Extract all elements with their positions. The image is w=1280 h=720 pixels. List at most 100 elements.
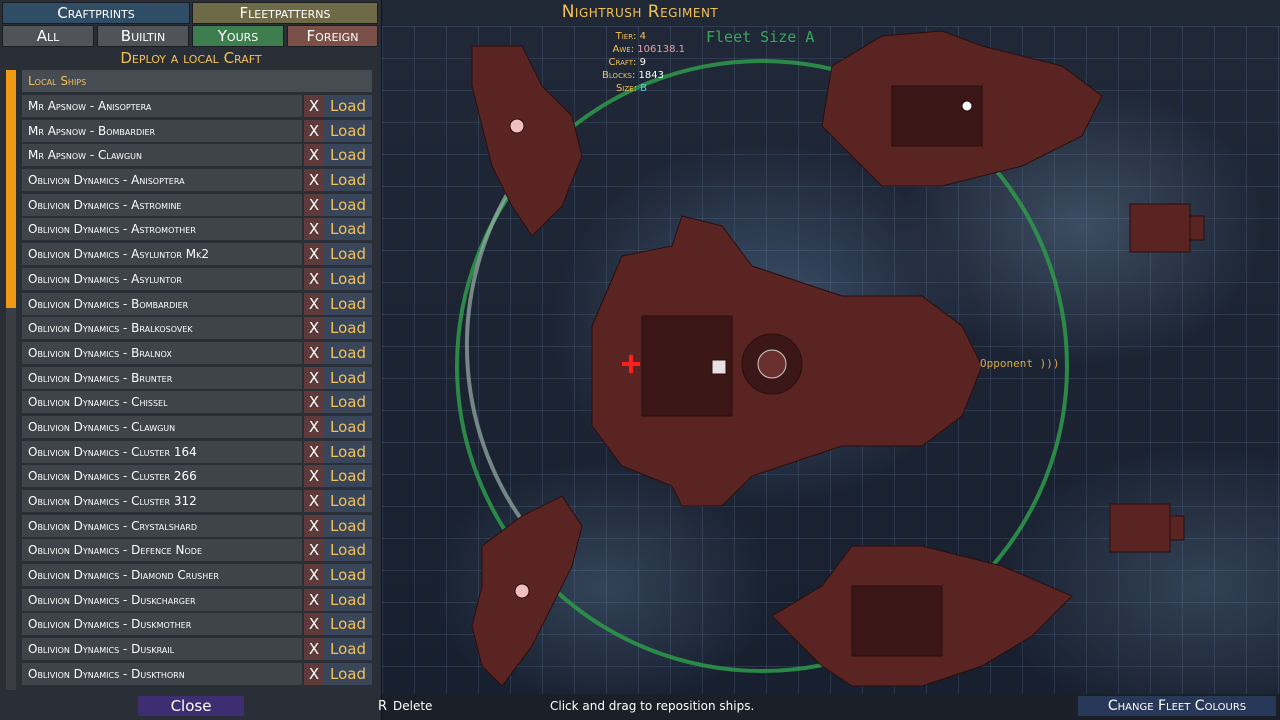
ship-name[interactable]: Oblivion Dynamics - Anisoptera bbox=[22, 169, 302, 192]
load-ship-button[interactable]: Load bbox=[324, 564, 372, 587]
ship-name[interactable]: Oblivion Dynamics - Clawgun bbox=[22, 415, 302, 438]
load-ship-button[interactable]: Load bbox=[324, 218, 372, 241]
delete-ship-button[interactable]: X bbox=[304, 144, 324, 167]
ship-name[interactable]: Oblivion Dynamics - Cluster 266 bbox=[22, 465, 302, 488]
delete-ship-button[interactable]: X bbox=[304, 366, 324, 389]
filter-foreign-button[interactable]: Foreign bbox=[287, 25, 378, 47]
delete-ship-button[interactable]: X bbox=[304, 490, 324, 512]
load-ship-button[interactable]: Load bbox=[324, 514, 372, 537]
ship-name[interactable]: Oblivion Dynamics - Astromine bbox=[22, 193, 302, 216]
change-fleet-colours-button[interactable]: Change Fleet Colours bbox=[1078, 696, 1276, 716]
load-ship-button[interactable]: Load bbox=[324, 638, 372, 661]
delete-ship-button[interactable]: X bbox=[304, 169, 324, 192]
load-ship-button[interactable]: Load bbox=[324, 169, 372, 192]
delete-ship-button[interactable]: X bbox=[304, 440, 324, 463]
ship-name[interactable]: Mr Apsnow - Clawgun bbox=[22, 144, 302, 167]
ship-name[interactable]: Oblivion Dynamics - Bombardier bbox=[22, 292, 302, 315]
load-ship-button[interactable]: Load bbox=[324, 490, 372, 512]
ship-name[interactable]: Oblivion Dynamics - Cluster 164 bbox=[22, 440, 302, 463]
close-button[interactable]: Close bbox=[138, 696, 244, 716]
ship-name[interactable]: Oblivion Dynamics - Crystalshard bbox=[22, 514, 302, 537]
load-ship-button[interactable]: Load bbox=[324, 144, 372, 167]
delete-ship-button[interactable]: X bbox=[304, 588, 324, 611]
delete-ship-button[interactable]: X bbox=[304, 119, 324, 142]
delete-ship-button[interactable]: X bbox=[304, 292, 324, 315]
tab-craftprints[interactable]: Craftprints bbox=[2, 2, 190, 24]
ship-name[interactable]: Oblivion Dynamics - Chissel bbox=[22, 391, 302, 414]
ship-name[interactable]: Oblivion Dynamics - Duskthorn bbox=[22, 662, 302, 685]
ship-name[interactable]: Mr Apsnow - Anisoptera bbox=[22, 95, 302, 117]
ship-name[interactable]: Oblivion Dynamics - Asyluntor bbox=[22, 267, 302, 290]
delete-ship-button[interactable]: X bbox=[304, 193, 324, 216]
ship-name[interactable]: Oblivion Dynamics - Duskcharger bbox=[22, 588, 302, 611]
delete-ship-button[interactable]: X bbox=[304, 613, 324, 636]
delete-ship-button[interactable]: X bbox=[304, 514, 324, 537]
load-ship-button[interactable]: Load bbox=[324, 292, 372, 315]
load-ship-button[interactable]: Load bbox=[324, 193, 372, 216]
load-ship-button[interactable]: Load bbox=[324, 588, 372, 611]
tab-fleetpatterns[interactable]: Fleetpatterns bbox=[192, 2, 378, 24]
load-ship-button[interactable]: Load bbox=[324, 95, 372, 117]
ship-name[interactable]: Oblivion Dynamics - Cluster 312 bbox=[22, 490, 302, 512]
load-ship-button[interactable]: Load bbox=[324, 391, 372, 414]
load-ship-button[interactable]: Load bbox=[324, 415, 372, 438]
load-ship-button[interactable]: Load bbox=[324, 341, 372, 364]
scrollbar-thumb[interactable] bbox=[6, 70, 16, 308]
delete-ship-button[interactable]: X bbox=[304, 267, 324, 290]
delete-ship-button[interactable]: X bbox=[304, 415, 324, 438]
fleet-map[interactable] bbox=[382, 26, 1280, 694]
regiment-title[interactable]: Nightrush Regiment bbox=[561, 2, 719, 22]
delete-ship-button[interactable]: X bbox=[304, 539, 324, 562]
ship-name[interactable]: Oblivion Dynamics - Bralkosovek bbox=[22, 317, 302, 340]
filter-builtin-button[interactable]: Builtin bbox=[97, 25, 189, 47]
load-ship-button[interactable]: Load bbox=[324, 539, 372, 562]
ship-name[interactable]: Oblivion Dynamics - Duskrail bbox=[22, 638, 302, 661]
ship-name[interactable]: Oblivion Dynamics - Bralnox bbox=[22, 341, 302, 364]
load-ship-button[interactable]: Load bbox=[324, 317, 372, 340]
ship-name[interactable]: Oblivion Dynamics - Asyluntor Mk2 bbox=[22, 243, 302, 266]
ship-name[interactable]: Oblivion Dynamics - Astromother bbox=[22, 218, 302, 241]
load-ship-button[interactable]: Load bbox=[324, 366, 372, 389]
delete-ship-button[interactable]: X bbox=[304, 95, 324, 117]
delete-ship-button[interactable]: X bbox=[304, 341, 324, 364]
filter-all-button[interactable]: All bbox=[2, 25, 94, 47]
filter-yours-button[interactable]: Yours bbox=[192, 25, 284, 47]
ship-name[interactable]: Oblivion Dynamics - Diamond Crusher bbox=[22, 564, 302, 587]
ship-name[interactable]: Oblivion Dynamics - Duskmother bbox=[22, 613, 302, 636]
ship-name[interactable]: Oblivion Dynamics - Brunter bbox=[22, 366, 302, 389]
load-ship-button[interactable]: Load bbox=[324, 267, 372, 290]
delete-ship-button[interactable]: X bbox=[304, 317, 324, 340]
delete-ship-button[interactable]: X bbox=[304, 218, 324, 241]
delete-ship-button[interactable]: X bbox=[304, 564, 324, 587]
ship-name[interactable]: Mr Apsnow - Bombardier bbox=[22, 119, 302, 142]
load-ship-button[interactable]: Load bbox=[324, 662, 372, 685]
delete-ship-button[interactable]: X bbox=[304, 243, 324, 266]
delete-ship-button[interactable]: X bbox=[304, 638, 324, 661]
load-ship-button[interactable]: Load bbox=[324, 119, 372, 142]
load-ship-button[interactable]: Load bbox=[324, 440, 372, 463]
ship-name[interactable]: Oblivion Dynamics - Defence Node bbox=[22, 539, 302, 562]
scrollbar-track[interactable] bbox=[6, 70, 16, 690]
